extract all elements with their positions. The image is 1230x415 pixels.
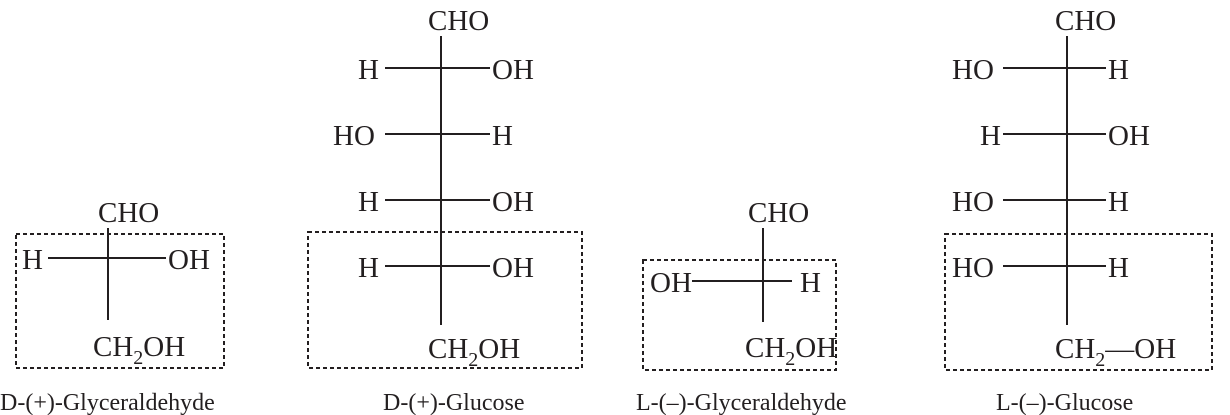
left-substituent: HO	[952, 54, 994, 86]
bottom-group: CH2OH	[745, 332, 837, 370]
right-substituent: H	[492, 120, 513, 152]
right-substituent: OH	[492, 252, 534, 284]
left-substituent: H	[980, 120, 1001, 152]
right-substituent: H	[800, 267, 821, 299]
left-substituent: H	[358, 252, 379, 284]
structure-l-glyceraldehyde: CHO OH H CH2OH L-(–)-Glyceraldehyde	[636, 197, 847, 415]
left-substituent: OH	[650, 267, 692, 299]
right-substituent: H	[1108, 54, 1129, 86]
left-substituent: HO	[952, 252, 994, 284]
structure-l-glucose: CHO HO H H OH HO H HO H CH2—OH L-(–)-Glu…	[944, 5, 1213, 415]
left-substituent: HO	[333, 120, 375, 152]
left-substituent: H	[22, 244, 43, 276]
structure-label: L-(–)-Glyceraldehyde	[636, 390, 847, 415]
bottom-group: CH2OH	[428, 333, 520, 371]
left-substituent: H	[358, 54, 379, 86]
top-group: CHO	[98, 197, 159, 229]
top-group: CHO	[428, 5, 489, 37]
right-substituent: H	[1108, 252, 1129, 284]
top-group: CHO	[1055, 5, 1116, 37]
right-substituent: OH	[492, 54, 534, 86]
chiral-center-box	[15, 233, 225, 369]
left-substituent: H	[358, 186, 379, 218]
right-substituent: H	[1108, 186, 1129, 218]
structure-d-glucose: CHO H OH HO H H OH H OH CH2OH D-(+)-Gluc…	[307, 5, 583, 415]
structure-label: D-(+)-Glyceraldehyde	[0, 390, 215, 415]
right-substituent: OH	[492, 186, 534, 218]
chiral-center-box	[307, 231, 583, 369]
structure-label: L-(–)-Glucose	[996, 390, 1133, 415]
chiral-center-box	[642, 259, 837, 371]
chiral-center-box	[944, 233, 1213, 371]
structure-d-glyceraldehyde: CHO H OH CH2OH D-(+)-Glyceraldehyde	[0, 197, 225, 415]
right-substituent: OH	[1108, 120, 1150, 152]
bottom-group: CH2OH	[93, 331, 185, 369]
structure-label: D-(+)-Glucose	[383, 390, 524, 415]
top-group: CHO	[748, 197, 809, 229]
bottom-group: CH2—OH	[1055, 333, 1176, 371]
left-substituent: HO	[952, 186, 994, 218]
right-substituent: OH	[168, 244, 210, 276]
